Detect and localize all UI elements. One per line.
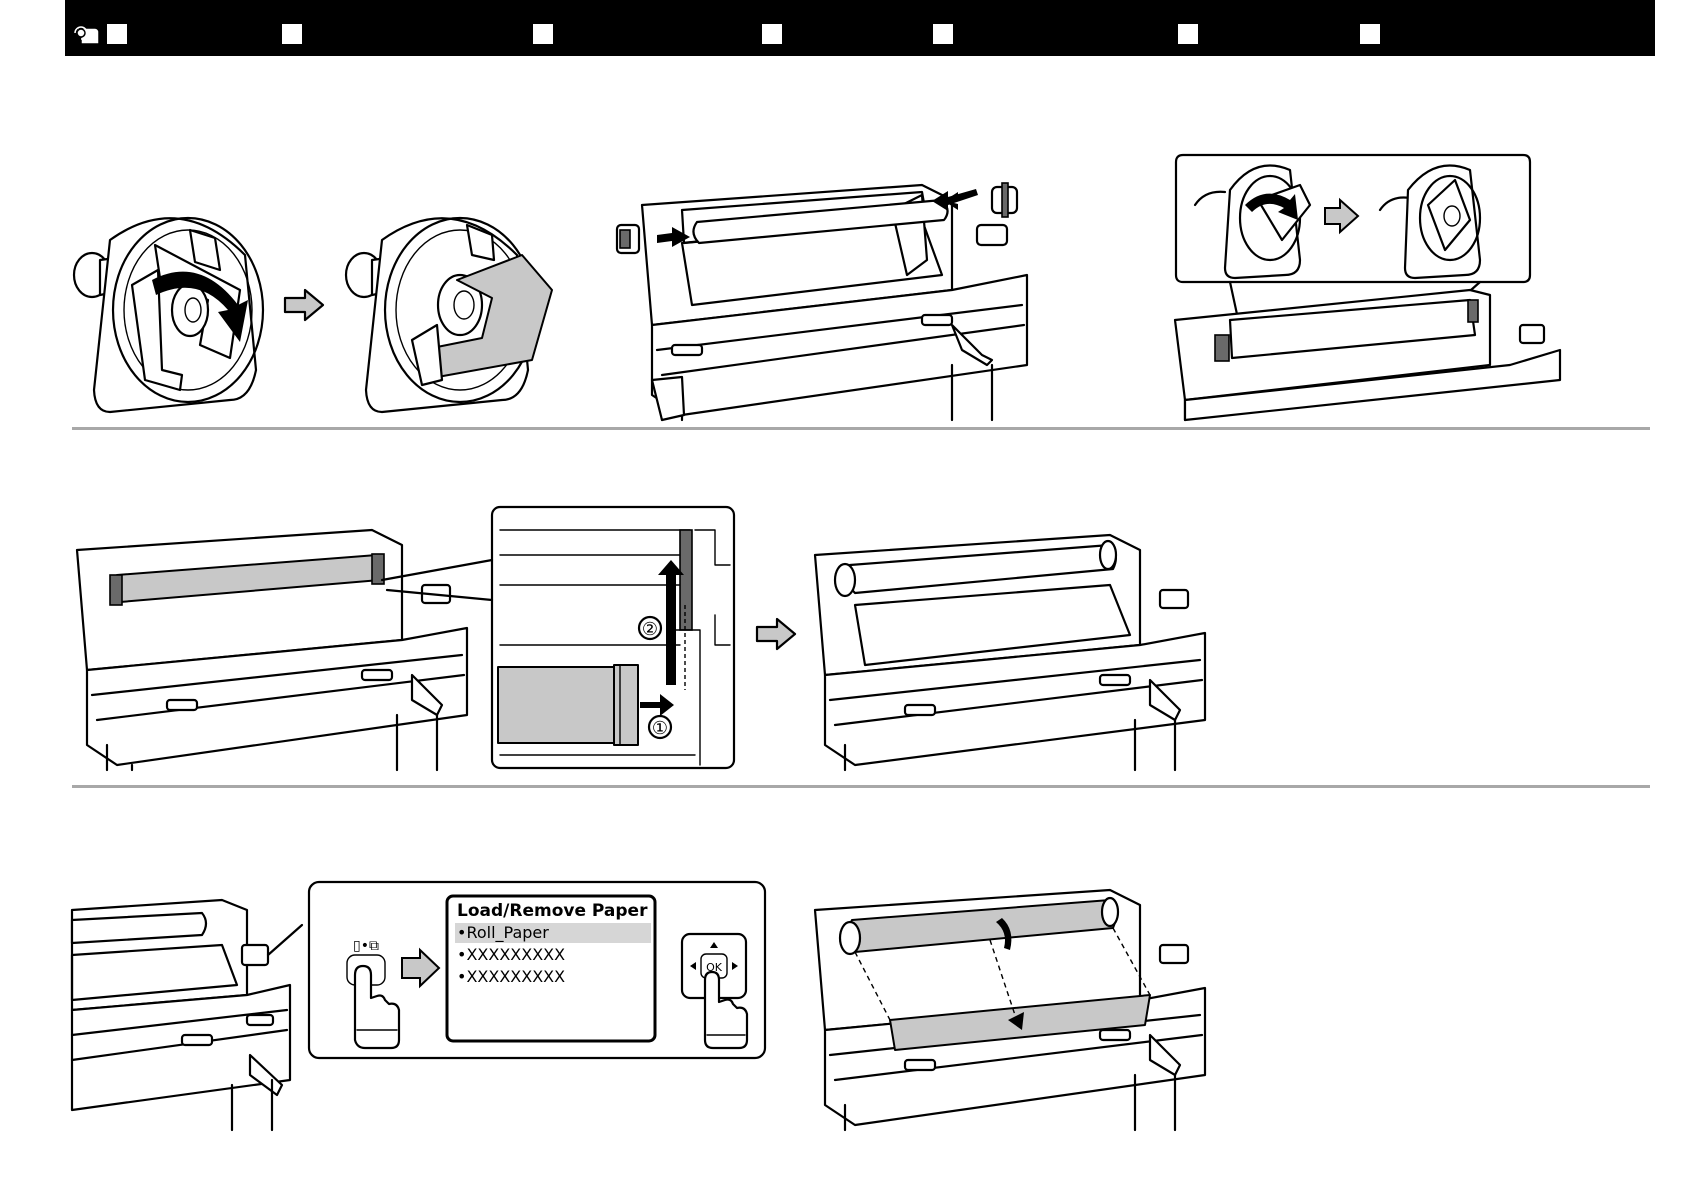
lever-open-detail: [1195, 166, 1310, 279]
language-box-1: [107, 24, 127, 44]
row-divider-1: [72, 427, 1650, 430]
small-arrow-right-icon: [1325, 200, 1358, 232]
control-panel-callout: ▯•⧉ Load/Remove Paper •Roll_Paper •XXXXX…: [307, 880, 767, 1060]
spindle-lock-callout: [1170, 150, 1630, 420]
arrow-right-icon: [755, 617, 797, 655]
language-box-5: [933, 24, 953, 44]
adapter-illustration-unlocked: [342, 200, 562, 420]
lcd-title: Load/Remove Paper: [457, 901, 648, 921]
header-bar: [65, 0, 1655, 56]
paper-button-illustration: [347, 955, 399, 1048]
paper-button-icon: ▯•⧉: [353, 938, 379, 954]
step-marker-two: ②: [642, 619, 658, 640]
arrow-right-icon: [283, 288, 325, 326]
language-box-2: [282, 24, 302, 44]
ok-button-illustration: OK: [682, 934, 747, 1048]
printer-spindle-insert-illustration: [622, 165, 1042, 420]
language-box-3: [533, 24, 553, 44]
lcd-item-2: •XXXXXXXXX: [457, 945, 565, 964]
lcd-item-1: •Roll_Paper: [457, 923, 549, 943]
adapter-illustration-locked: [70, 200, 270, 420]
printer-roll-set-illustration: [810, 525, 1215, 770]
language-box-4: [762, 24, 782, 44]
arrow-right-icon: [402, 950, 439, 986]
language-box-6: [1178, 24, 1198, 44]
language-box-7: [1360, 24, 1380, 44]
paper-alignment-callout: ② ①: [490, 505, 736, 770]
row-divider-2: [72, 785, 1650, 788]
lcd-screen: Load/Remove Paper •Roll_Paper •XXXXXXXXX…: [447, 896, 655, 1041]
step-marker-one: ①: [652, 718, 668, 739]
printer-control-panel-illustration: [72, 885, 302, 1130]
lcd-item-3: •XXXXXXXXX: [457, 967, 565, 986]
printer-paper-feed-illustration: [810, 880, 1215, 1130]
lever-closed-detail: [1380, 166, 1480, 279]
printer-roll-loaded-illustration: [72, 520, 482, 770]
roll-paper-icon: [73, 24, 103, 48]
